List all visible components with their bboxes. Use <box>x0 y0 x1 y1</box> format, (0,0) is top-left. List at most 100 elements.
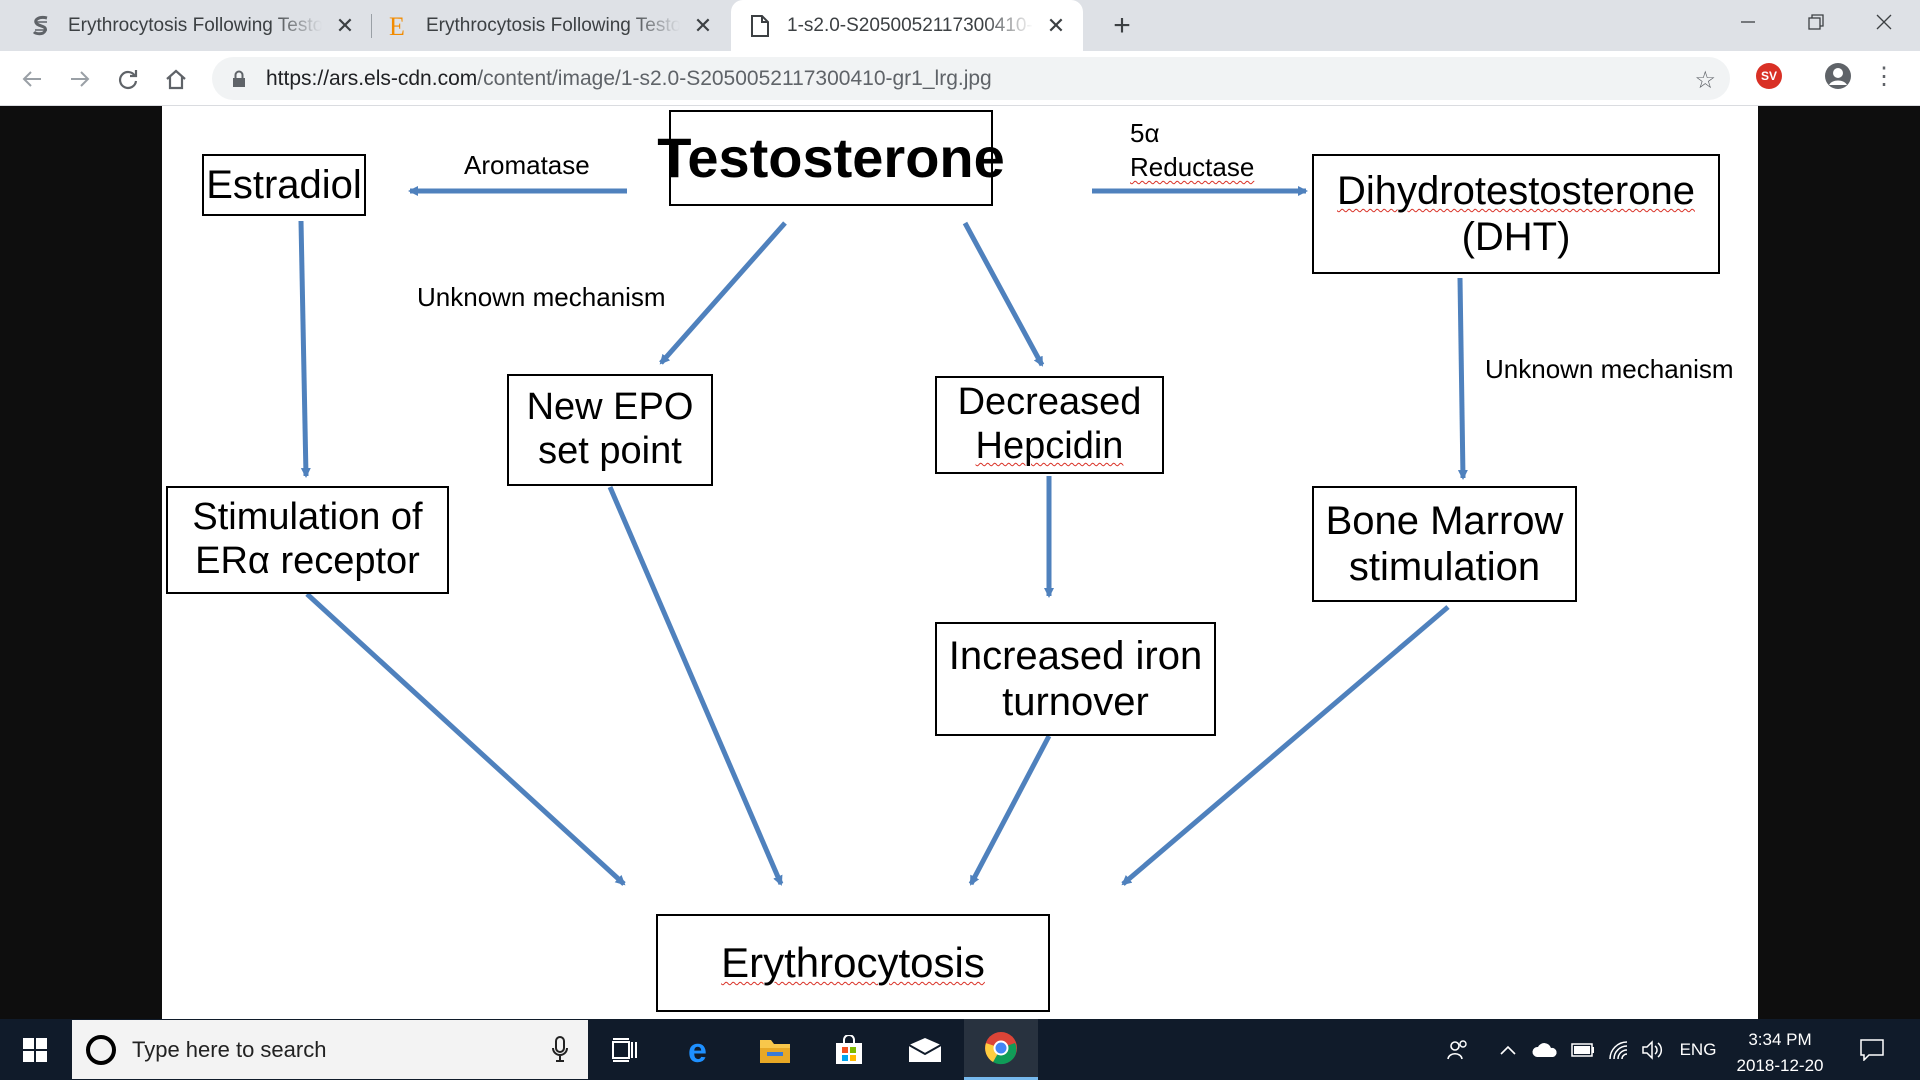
search-placeholder: Type here to search <box>132 1036 327 1062</box>
bone-text: Bone Marrow stimulation <box>1326 498 1564 590</box>
tab-3-active[interactable]: 1-s2.0-S2050052117300410-gr1_lrg.jpg ✕ <box>731 0 1083 51</box>
page-icon <box>747 13 773 39</box>
mail-icon[interactable] <box>888 1019 962 1080</box>
arrow-to-bone-marrow <box>1457 277 1468 480</box>
taskbar-search-box[interactable]: Type here to search <box>72 1020 588 1079</box>
tab-title: Erythrocytosis Following Testosterone <box>68 14 322 36</box>
close-tab-icon[interactable]: ✕ <box>335 12 355 38</box>
url-text[interactable]: https://ars.els-cdn.com/content/image/1-… <box>266 67 992 91</box>
node-estradiol: Estradiol <box>202 154 366 216</box>
image-viewport: Testosterone Estradiol Dihydrotestostero… <box>0 106 1920 1019</box>
language-indicator[interactable]: ENG <box>1679 1039 1717 1059</box>
dht-line1: Dihydrotestosterone <box>1337 169 1695 213</box>
clock-date: 2018-12-20 <box>1736 1056 1824 1075</box>
chrome-icon[interactable] <box>964 1019 1038 1080</box>
arrow-epo-to-erythro <box>607 486 784 886</box>
bone-line1: Bone Marrow <box>1325 499 1564 543</box>
extension-icon[interactable]: SV <box>1756 63 1782 89</box>
url-host: https://ars.els-cdn.com <box>266 66 478 90</box>
iron-text: Increased iron turnover <box>949 633 1202 725</box>
iron-line1: Increased iron <box>948 634 1203 678</box>
tab-title: Erythrocytosis Following Testosterone <box>426 14 680 36</box>
arrow-iron-to-erythro <box>968 734 1052 886</box>
node-iron-turnover: Increased iron turnover <box>935 622 1216 736</box>
bone-line2: stimulation <box>1348 545 1541 589</box>
bookmark-star-icon[interactable]: ☆ <box>1694 67 1716 94</box>
browser-toolbar: https://ars.els-cdn.com/content/image/1-… <box>0 51 1920 106</box>
node-decreased-hepcidin: Decreased Hepcidin <box>935 376 1164 474</box>
windows-start-icon[interactable] <box>0 1019 70 1080</box>
arrow-to-hepcidin <box>962 221 1045 367</box>
hepcidin-line1: Decreased <box>957 381 1142 424</box>
new-tab-button[interactable]: + <box>1113 9 1131 42</box>
hepcidin-line2: Hepcidin <box>975 425 1124 467</box>
url-path: /content/image/1-s2.0-S2050052117300410-… <box>477 66 992 90</box>
epo-line1: New EPO <box>526 386 694 429</box>
hepcidin-text: Decreased Hepcidin <box>958 381 1142 468</box>
clock[interactable]: 3:34 PM 2018-12-20 <box>1724 1027 1836 1079</box>
arrow-to-er-receptor <box>298 220 311 478</box>
wifi-icon[interactable] <box>1604 1019 1634 1080</box>
people-icon[interactable] <box>1440 1019 1476 1080</box>
epo-text: New EPO set point <box>527 386 694 473</box>
menu-icon[interactable]: ⋮ <box>1872 62 1896 90</box>
elsevier-e-icon: E <box>386 13 412 39</box>
label-aromatase: Aromatase <box>464 150 590 180</box>
tab-title: 1-s2.0-S2050052117300410-gr1_lrg.jpg <box>787 14 1033 36</box>
node-er-receptor: Stimulation of ERα receptor <box>166 486 449 594</box>
stim-text: Stimulation of ERα receptor <box>192 496 422 583</box>
tab-2[interactable]: E Erythrocytosis Following Testosterone … <box>386 0 716 51</box>
minimize-icon[interactable] <box>1714 0 1782 44</box>
battery-icon[interactable] <box>1568 1019 1598 1080</box>
volume-icon[interactable] <box>1638 1019 1668 1080</box>
dht-line2: (DHT) <box>1461 215 1571 259</box>
home-icon[interactable] <box>156 59 196 99</box>
profile-icon[interactable] <box>1824 62 1852 90</box>
node-bone-marrow: Bone Marrow stimulation <box>1312 486 1577 602</box>
onedrive-cloud-icon[interactable] <box>1528 1019 1562 1080</box>
svg-text:e: e <box>688 1034 707 1066</box>
node-erythrocytosis: Erythrocytosis <box>656 914 1050 1012</box>
address-bar[interactable]: https://ars.els-cdn.com/content/image/1-… <box>212 57 1730 100</box>
action-center-icon[interactable] <box>1852 1019 1892 1080</box>
taskbar: Type here to search e ENG 3:34 PM 2 <box>0 1019 1920 1080</box>
node-testosterone: Testosterone <box>657 110 1005 206</box>
node-new-epo: New EPO set point <box>507 374 713 486</box>
tab-1[interactable]: Erythrocytosis Following Testosterone ✕ <box>28 0 358 51</box>
svg-text:E: E <box>389 13 405 39</box>
forward-icon[interactable] <box>60 59 100 99</box>
testosterone-label: Testosterone <box>657 125 1005 189</box>
close-tab-icon[interactable]: ✕ <box>693 12 713 38</box>
close-window-icon[interactable] <box>1850 0 1918 44</box>
arrow-bone-to-erythro <box>1121 605 1450 886</box>
diagram-image: Testosterone Estradiol Dihydrotestostero… <box>162 106 1758 1019</box>
clock-time: 3:34 PM <box>1748 1030 1812 1049</box>
label-reductase: Reductase <box>1130 152 1255 182</box>
arrow-to-epo <box>659 221 787 365</box>
arrows-layer <box>298 186 1468 886</box>
els-logo-icon <box>28 13 54 39</box>
epo-line2: set point <box>538 430 682 472</box>
stim-line2: ERα receptor <box>195 540 420 582</box>
dht-text: Dihydrotestosterone (DHT) <box>1337 168 1695 260</box>
store-icon[interactable] <box>812 1019 886 1080</box>
edge-icon[interactable]: e <box>664 1019 738 1080</box>
stim-line1: Stimulation of <box>192 496 423 539</box>
erythrocytosis-label: Erythrocytosis <box>721 938 985 986</box>
back-icon[interactable] <box>12 59 52 99</box>
restore-icon[interactable] <box>1782 0 1850 44</box>
file-explorer-icon[interactable] <box>738 1019 812 1080</box>
microphone-icon[interactable] <box>552 1036 568 1062</box>
label-5a: 5α <box>1130 118 1160 148</box>
task-view-icon[interactable] <box>588 1019 662 1080</box>
node-dht: Dihydrotestosterone (DHT) <box>1312 154 1720 274</box>
tab-separator <box>371 14 372 38</box>
cortana-icon <box>86 1034 116 1065</box>
lock-icon[interactable] <box>228 68 250 90</box>
estradiol-label: Estradiol <box>206 163 362 207</box>
show-hidden-icons-chevron-icon[interactable] <box>1496 1019 1520 1080</box>
label-unknown-mechanism-right: Unknown mechanism <box>1485 354 1734 384</box>
reload-icon[interactable] <box>108 59 148 99</box>
close-tab-icon[interactable]: ✕ <box>1046 12 1066 38</box>
tab-strip: Erythrocytosis Following Testosterone ✕ … <box>0 0 1920 51</box>
